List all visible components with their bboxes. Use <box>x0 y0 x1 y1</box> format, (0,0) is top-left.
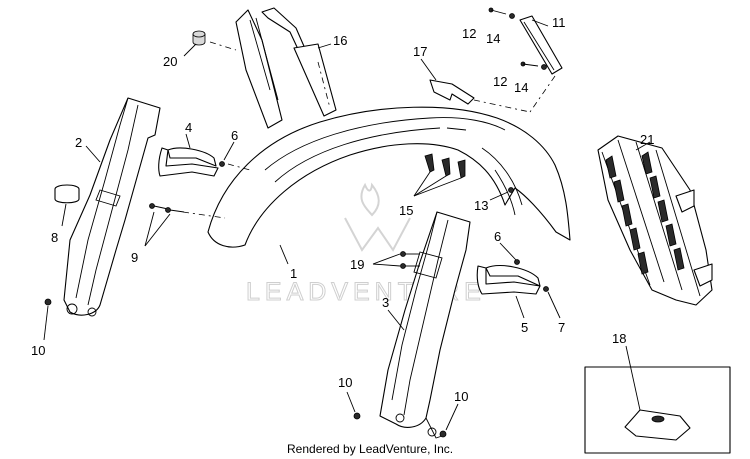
fasteners <box>44 7 549 438</box>
callout-4: 4 <box>185 120 192 135</box>
callout-6-right: 6 <box>494 229 501 244</box>
watermark-logo <box>344 182 411 252</box>
callout-1: 1 <box>290 266 297 281</box>
callout-11: 11 <box>552 15 566 30</box>
callout-12-bottom: 12 <box>493 74 507 89</box>
side-panel <box>597 135 713 306</box>
callout-13: 13 <box>474 198 488 213</box>
clip <box>429 79 475 105</box>
callout-14-bottom: 14 <box>514 80 528 95</box>
spacer <box>192 30 206 46</box>
front-mudguard <box>207 106 571 248</box>
callout-14-top: 14 <box>486 31 500 46</box>
callout-19: 19 <box>350 257 364 272</box>
callout-12-top: 12 <box>462 26 476 41</box>
callout-18: 18 <box>612 331 626 346</box>
callout-labels: 2 4 6 8 9 10 1 3 19 6 5 7 10 10 15 13 17… <box>31 15 654 404</box>
callout-5: 5 <box>521 320 528 335</box>
upper-bracket <box>519 15 563 75</box>
plug <box>54 184 80 204</box>
callout-9: 9 <box>131 250 138 265</box>
assembly-lines <box>182 41 556 219</box>
callout-10-bottom-right: 10 <box>454 389 468 404</box>
callout-2: 2 <box>75 135 82 150</box>
callout-3: 3 <box>382 295 389 310</box>
fork-guard-bracket <box>235 7 337 129</box>
left-clamp <box>158 147 219 177</box>
left-fork-cover <box>63 97 161 317</box>
render-credit: Rendered by LeadVenture, Inc. <box>287 442 453 456</box>
callout-16: 16 <box>333 33 347 48</box>
callout-10-bottom-left: 10 <box>338 375 352 390</box>
inset-box <box>584 366 731 454</box>
leader-lines <box>43 19 651 431</box>
callout-20: 20 <box>163 54 177 69</box>
right-clamp <box>476 265 541 295</box>
callout-7: 7 <box>558 320 565 335</box>
callout-6-left: 6 <box>231 128 238 143</box>
callout-10-left: 10 <box>31 343 45 358</box>
callout-17: 17 <box>413 44 427 59</box>
callout-15: 15 <box>399 203 413 218</box>
callout-21: 21 <box>640 132 654 147</box>
right-fork-cover <box>379 211 471 439</box>
callout-8: 8 <box>51 230 58 245</box>
